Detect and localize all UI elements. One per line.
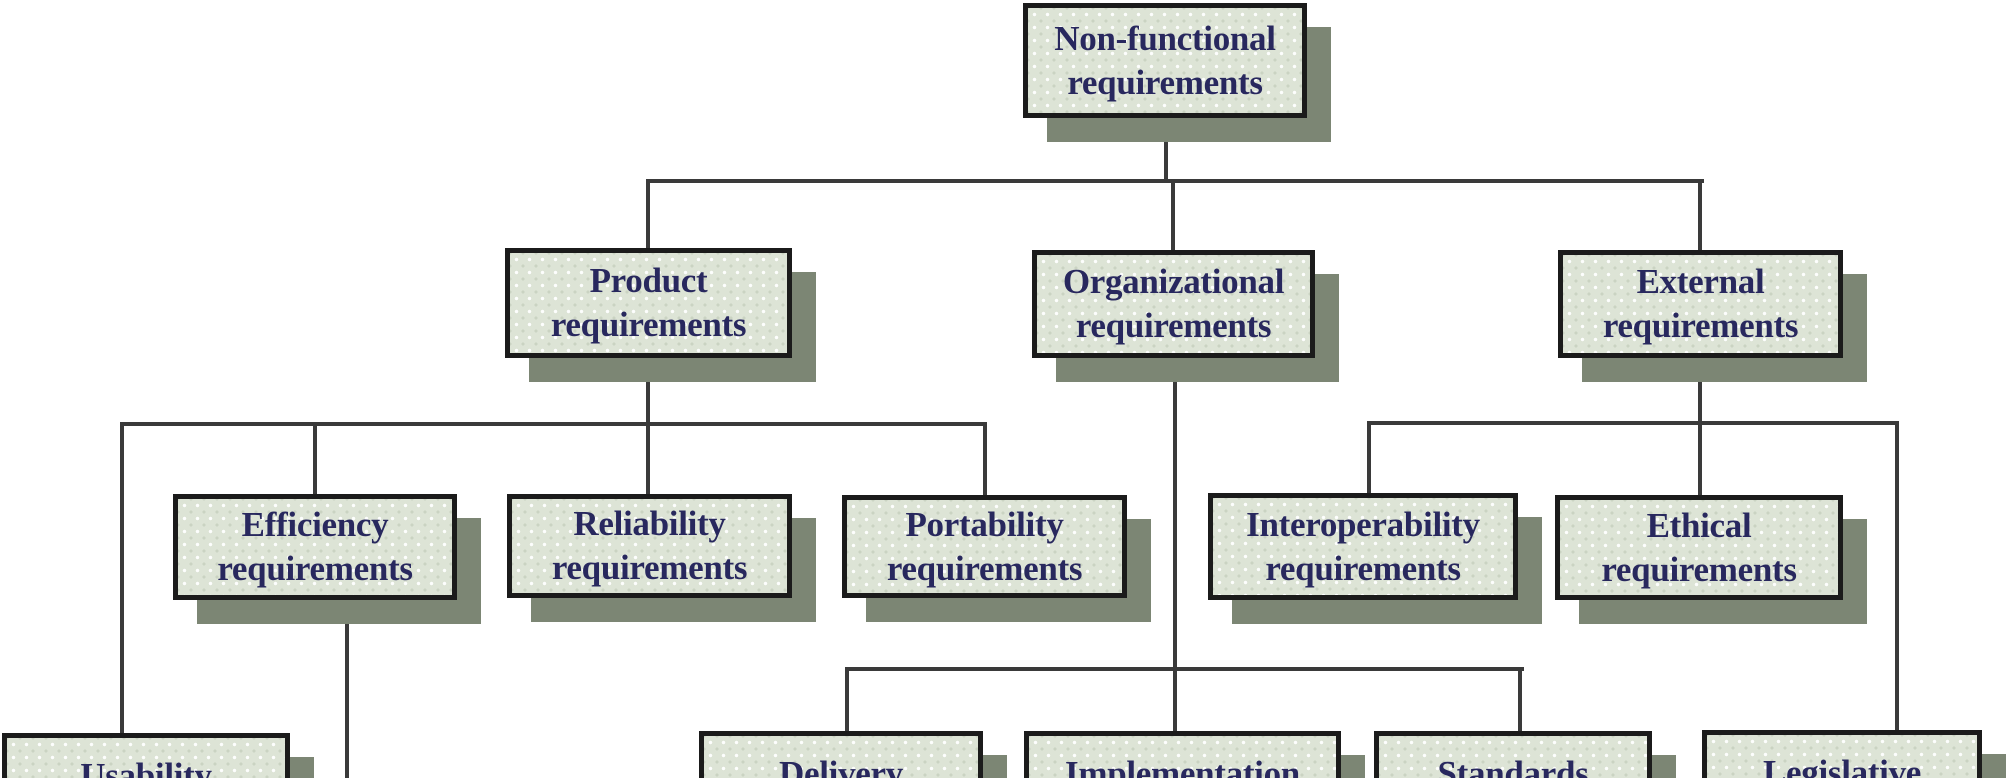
node-label-line1: Ethical [1646, 505, 1752, 545]
connector-to-organizational [1171, 179, 1175, 250]
connector-product-down [646, 358, 650, 498]
node-label-line1: Implementation [1065, 754, 1300, 778]
node-label-line1: Non-functional [1054, 18, 1276, 58]
node-label-line1: Efficiency [241, 505, 389, 544]
node-label-line2: requirements [1602, 306, 1799, 345]
node-label-line1: Reliability [573, 504, 726, 543]
node-label-line2: requirements [1075, 306, 1272, 345]
node-interoperability-requirements: Interoperability requirements [1208, 493, 1518, 600]
node-legislative-requirements: Legislative [1702, 730, 1982, 778]
node-standards-requirements: Standards [1374, 731, 1652, 778]
connector-organizational-down [1173, 358, 1177, 733]
node-label-line1: Organizational [1062, 262, 1285, 301]
connector-ext-children [1367, 421, 1899, 425]
connector-to-product [646, 179, 650, 248]
connector-efficiency-down [345, 598, 349, 778]
node-efficiency-requirements: Efficiency requirements [173, 494, 457, 600]
connector-to-efficiency [313, 422, 317, 496]
node-label-line1: Interoperability [1246, 504, 1480, 544]
node-label-line2: requirements [217, 549, 413, 588]
connector-to-legislative [1895, 421, 1899, 732]
node-label-line2: requirements [1067, 62, 1263, 102]
connector-external-down [1698, 358, 1702, 497]
node-label-line1: Standards [1437, 754, 1589, 778]
node-label-line2: requirements [550, 305, 747, 344]
connector-to-external [1698, 179, 1702, 250]
node-label-line1: Legislative [1762, 753, 1922, 778]
node-label-line1: Portability [905, 504, 1064, 544]
node-label-line2: requirements [886, 548, 1083, 588]
node-ethical-requirements: Ethical requirements [1555, 495, 1843, 600]
connector-to-portability [983, 422, 987, 497]
connector-to-usability [120, 422, 124, 737]
connector-product-children [120, 422, 987, 426]
node-product-requirements: Product requirements [505, 248, 792, 358]
connector-root-stem [1164, 118, 1168, 182]
node-delivery-requirements: Delivery [699, 731, 983, 778]
node-label-line1: Usability [80, 756, 212, 778]
node-portability-requirements: Portability requirements [842, 495, 1127, 598]
node-label-line2: requirements [1265, 548, 1461, 588]
node-label-line2: requirements [1601, 549, 1797, 589]
connector-level1-horizontal [646, 179, 1704, 183]
connector-to-interoperability [1367, 421, 1371, 495]
node-implementation-requirements: Implementation [1024, 731, 1341, 778]
connector-to-delivery [845, 667, 849, 734]
node-reliability-requirements: Reliability requirements [507, 494, 792, 598]
node-nonfunctional-requirements: Non-functional requirements [1023, 3, 1307, 118]
node-external-requirements: External requirements [1558, 250, 1843, 358]
connector-to-standards [1518, 667, 1522, 734]
node-label-line1: Product [589, 261, 708, 300]
node-label-line1: External [1636, 262, 1765, 301]
node-label-line2: requirements [551, 548, 748, 587]
node-usability-requirements: Usability [2, 733, 290, 778]
connector-org-children [845, 667, 1524, 671]
node-label-line1: Delivery [779, 754, 903, 778]
node-organizational-requirements: Organizational requirements [1032, 250, 1315, 358]
